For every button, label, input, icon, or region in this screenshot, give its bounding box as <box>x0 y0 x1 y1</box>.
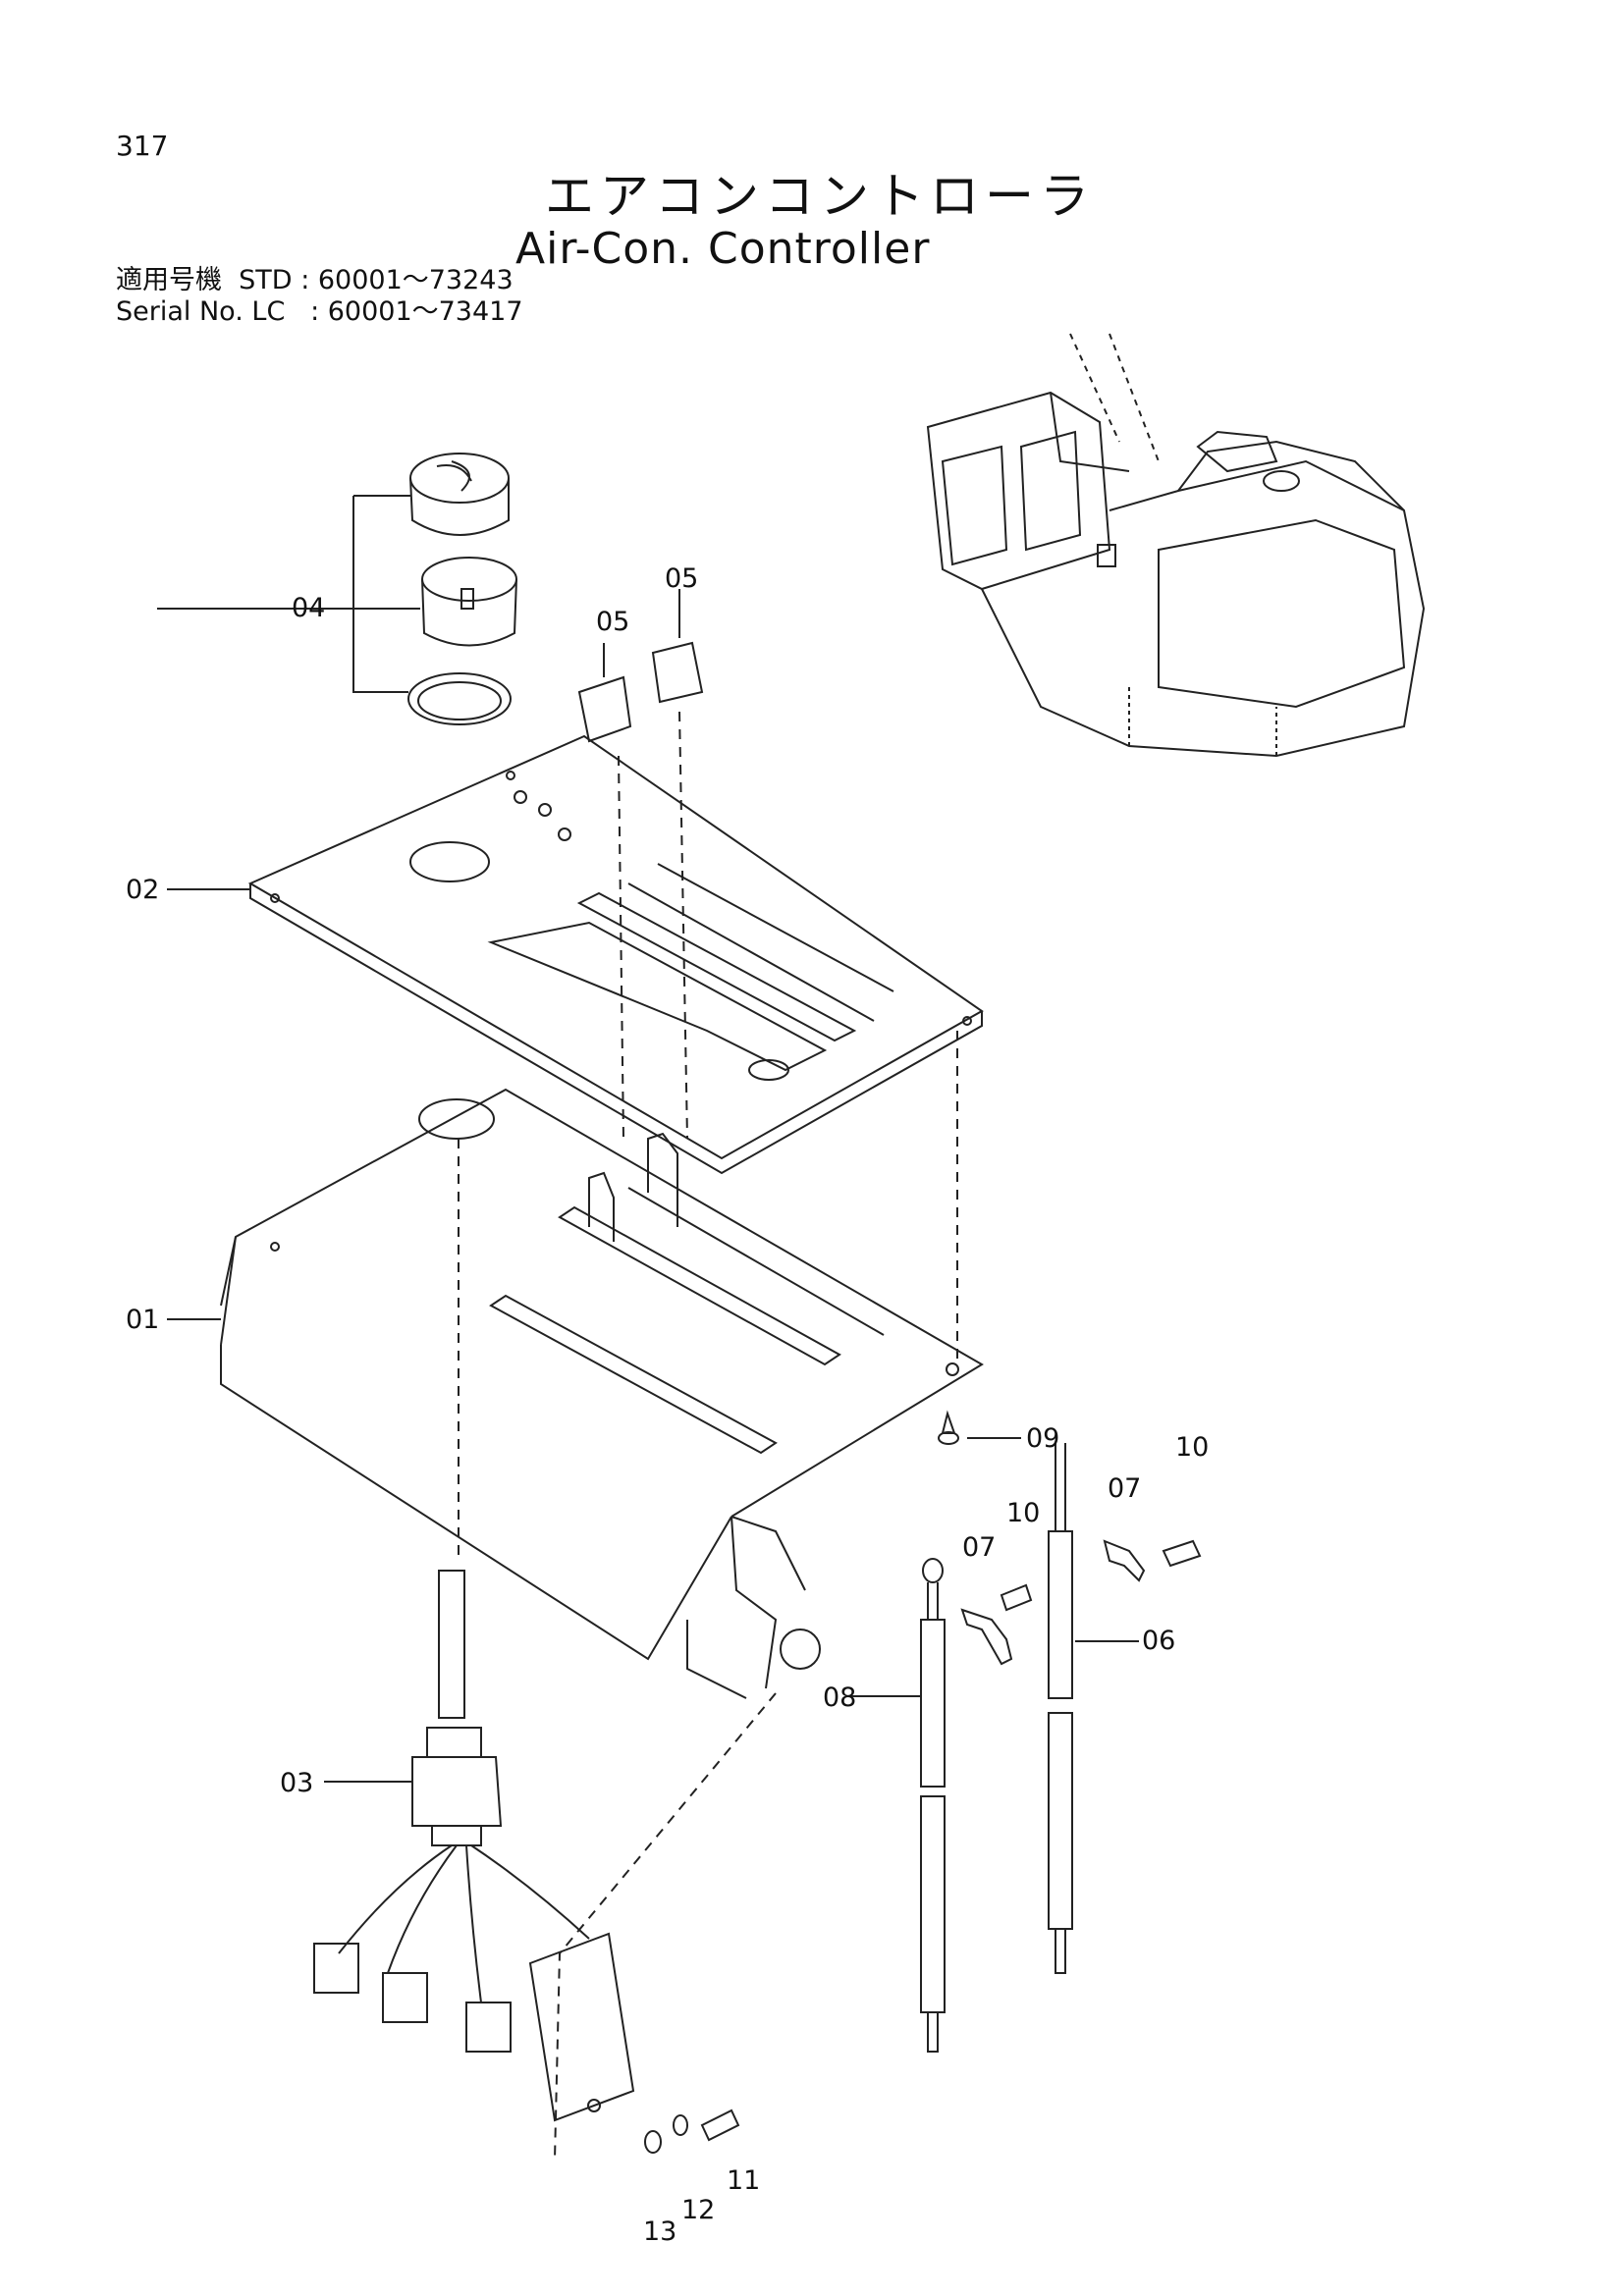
callout-05b: 05 <box>665 563 698 594</box>
callout-04: 04 <box>292 593 325 623</box>
page-number: 317 <box>116 130 169 162</box>
serial-block: 適用号機 STD : 60001〜73243 Serial No. LC : 6… <box>116 265 523 328</box>
title-japanese: エアコンコントローラ <box>545 168 1095 225</box>
callout-07a: 07 <box>962 1532 996 1563</box>
callout-10a: 10 <box>1006 1498 1040 1528</box>
callout-03: 03 <box>280 1768 313 1798</box>
callout-05a: 05 <box>596 607 629 637</box>
serial-row-lc: Serial No. LC : 60001〜73417 <box>116 296 523 328</box>
part-01-chassis <box>220 1088 984 1699</box>
callout-09: 09 <box>1026 1423 1059 1454</box>
part-04-knob-assembly <box>352 453 517 725</box>
callout-01: 01 <box>126 1305 159 1335</box>
serial-range-std: : 60001〜73243 <box>300 265 514 295</box>
excavator-locator-illustration <box>926 333 1426 758</box>
callout-02: 02 <box>126 875 159 905</box>
callout-11: 11 <box>727 2165 760 2196</box>
part-05-buttons <box>577 589 704 743</box>
part-03-rotary-switch <box>313 1570 635 2122</box>
serial-row-std: 適用号機 STD : 60001〜73243 <box>116 265 523 296</box>
dashed-assembly-lines <box>458 711 958 2161</box>
leader-lines <box>157 608 1139 1783</box>
serial-model-std: STD <box>239 265 293 295</box>
callout-08: 08 <box>823 1682 856 1713</box>
callout-12: 12 <box>681 2195 715 2225</box>
part-06-08-cables <box>920 1443 1073 2053</box>
callout-10b: 10 <box>1175 1432 1209 1463</box>
part-02-cover-plate <box>247 734 984 1175</box>
serial-model-lc: LC <box>251 296 286 327</box>
callout-13: 13 <box>643 2216 676 2247</box>
callout-06: 06 <box>1142 1626 1175 1656</box>
serial-label-jp: 適用号機 <box>116 265 222 295</box>
callout-07b: 07 <box>1108 1473 1141 1504</box>
serial-range-lc: : 60001〜73417 <box>310 296 523 327</box>
title-english: Air-Con. Controller <box>515 224 931 274</box>
small-fasteners <box>644 1410 1202 2154</box>
serial-label-en: Serial No. <box>116 296 243 327</box>
